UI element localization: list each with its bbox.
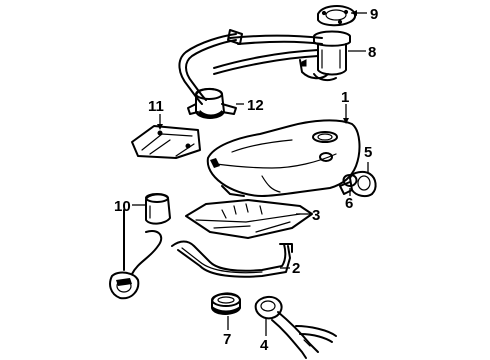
part-4-filler-neck (254, 296, 337, 359)
callout-9: 9 (370, 6, 378, 23)
part-3-heat-shield (185, 199, 313, 239)
part-12-vapor-canister (187, 88, 237, 119)
callout-6: 6 (345, 195, 353, 212)
leader-1-arrow (343, 118, 349, 124)
callout-3: 3 (312, 207, 320, 224)
part-9-lock-ring (317, 5, 356, 27)
callout-10: 10 (114, 198, 131, 215)
callout-5: 5 (364, 144, 372, 161)
vent-hose (178, 29, 243, 105)
part-11-shield-bracket (131, 125, 201, 159)
callout-12: 12 (247, 97, 264, 114)
callout-7: 7 (223, 331, 231, 348)
callout-2: 2 (292, 260, 300, 277)
part-6-hose-clamp (342, 174, 358, 187)
part-8-fuel-pump-sender (213, 30, 351, 82)
part-10-fuel-filter (145, 193, 171, 225)
part-1-fuel-tank (206, 119, 361, 197)
callout-8: 8 (368, 44, 376, 61)
leader-9-arrow (351, 10, 357, 16)
filter-bracket-lower (109, 209, 163, 300)
part-7-fuel-cap (211, 292, 241, 315)
leader-11-arrow (157, 124, 163, 130)
part-2-tank-strap (171, 240, 293, 278)
callout-11: 11 (148, 98, 164, 115)
callout-1: 1 (341, 89, 349, 106)
callout-4: 4 (260, 337, 269, 354)
